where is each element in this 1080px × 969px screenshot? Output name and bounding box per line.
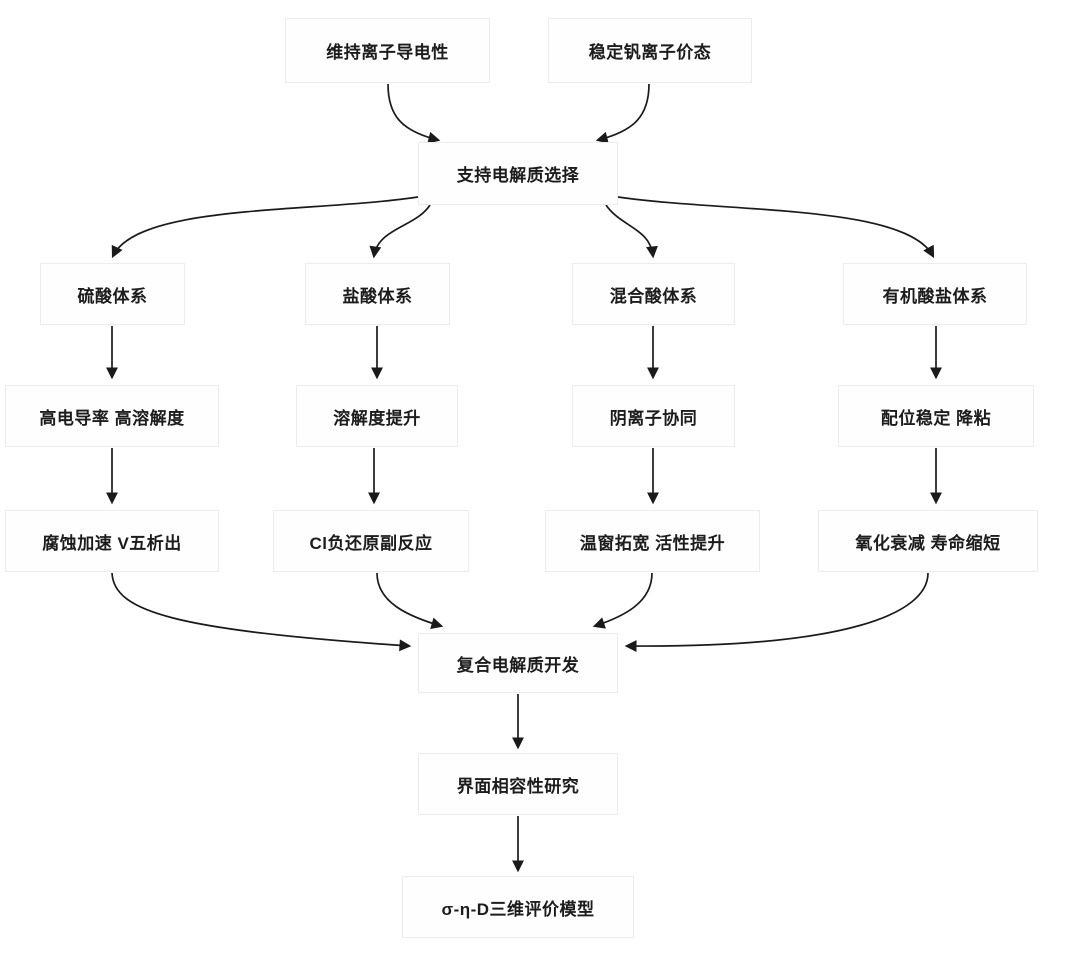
arrow-selection-to-organic	[617, 196, 935, 259]
node-3d-evaluation-model: σ-η-D三维评价模型	[402, 876, 634, 938]
node-anion-synergy: 阴离子协同	[572, 385, 735, 447]
node-sulfuric-acid-system: 硫酸体系	[40, 263, 185, 325]
node-cl-reduction-side-reaction: Cl负还原副反应	[273, 510, 469, 572]
arrow-issue1-to-composite	[111, 572, 412, 652]
node-solubility-improvement: 溶解度提升	[296, 385, 458, 447]
node-high-conductivity-solubility: 高电导率 高溶解度	[5, 385, 219, 447]
node-organic-acid-salt-system: 有机酸盐体系	[843, 263, 1027, 325]
arrow-issue4-to-composite	[624, 572, 929, 653]
node-goal-vanadium-valence: 稳定钒离子价态	[548, 18, 752, 83]
arrow-selection-to-hcl	[369, 204, 431, 259]
node-supporting-electrolyte-selection: 支持电解质选择	[418, 142, 618, 205]
node-temperature-window-activity: 温窗拓宽 活性提升	[545, 510, 760, 572]
node-mixed-acid-system: 混合酸体系	[572, 263, 735, 325]
arrow-selection-to-sulfuric	[111, 196, 419, 259]
arrow-goal-right-to-selection	[595, 83, 650, 144]
arrow-issue3-to-composite	[592, 572, 653, 629]
node-oxidation-decay-lifetime: 氧化衰减 寿命缩短	[818, 510, 1038, 572]
arrow-issue2-to-composite	[376, 572, 444, 630]
node-composite-electrolyte-development: 复合电解质开发	[418, 633, 618, 693]
node-goal-ionic-conductivity: 维持离子导电性	[285, 18, 490, 83]
arrow-goal-left-to-selection	[387, 83, 441, 144]
node-coordination-stability: 配位稳定 降粘	[838, 385, 1034, 447]
arrow-selection-to-mixed	[605, 204, 658, 259]
node-interface-compatibility-research: 界面相容性研究	[418, 753, 618, 815]
node-corrosion-v5-precipitation: 腐蚀加速 V五析出	[5, 510, 219, 572]
node-hydrochloric-acid-system: 盐酸体系	[305, 263, 450, 325]
